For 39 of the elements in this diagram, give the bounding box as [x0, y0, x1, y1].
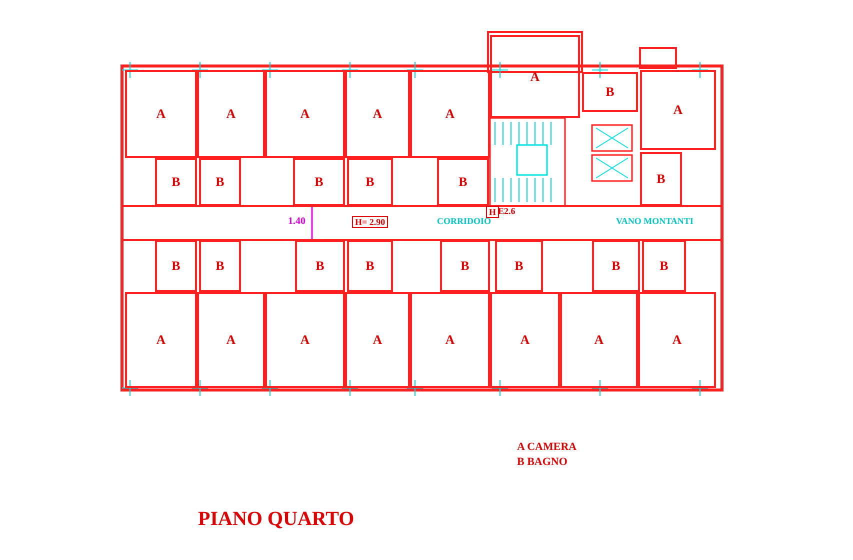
room-outline: A: [638, 292, 716, 388]
room-outline: A: [265, 70, 345, 158]
room-outline: B: [495, 240, 543, 292]
room-outline: A: [345, 70, 410, 158]
room-outline: A: [560, 292, 638, 388]
room-outline: A: [197, 70, 265, 158]
room-outline: B: [592, 240, 640, 292]
room-outline: A: [640, 70, 716, 150]
room-outline: B: [347, 240, 393, 292]
room-outline: B: [199, 158, 241, 206]
room-outline: A: [410, 292, 490, 388]
mark-label: H: [486, 206, 500, 218]
dimension-label: 1.40: [288, 216, 306, 227]
room-outline: A: [490, 292, 560, 388]
room-outline: B: [582, 72, 638, 112]
room-outline: B: [155, 240, 197, 292]
room-outline: B: [640, 152, 682, 206]
room-outline: A: [345, 292, 410, 388]
legend-entry: A CAMERA: [517, 441, 577, 453]
corridor-label: CORRIDOIO: [437, 216, 492, 226]
room-outline: B: [293, 158, 345, 206]
height-label: H= 2.90: [352, 216, 388, 228]
room-outline: B: [295, 240, 345, 292]
room-outline: A: [125, 70, 197, 158]
room-outline: A: [410, 70, 490, 158]
room-outline: B: [440, 240, 490, 292]
room-outline: A: [125, 292, 197, 388]
room-outline: A: [197, 292, 265, 388]
room-outline: B: [155, 158, 197, 206]
room-outline: A: [265, 292, 345, 388]
plan-title: PIANO QUARTO: [198, 508, 354, 531]
room-outline: B: [437, 158, 489, 206]
legend-entry: B BAGNO: [517, 456, 568, 468]
mark-label: E2.6: [498, 206, 516, 216]
room-outline: A: [490, 35, 580, 118]
room-outline: B: [199, 240, 241, 292]
room-outline: B: [347, 158, 393, 206]
room-outline: B: [642, 240, 686, 292]
area-label: VANO MONTANTI: [616, 216, 694, 226]
